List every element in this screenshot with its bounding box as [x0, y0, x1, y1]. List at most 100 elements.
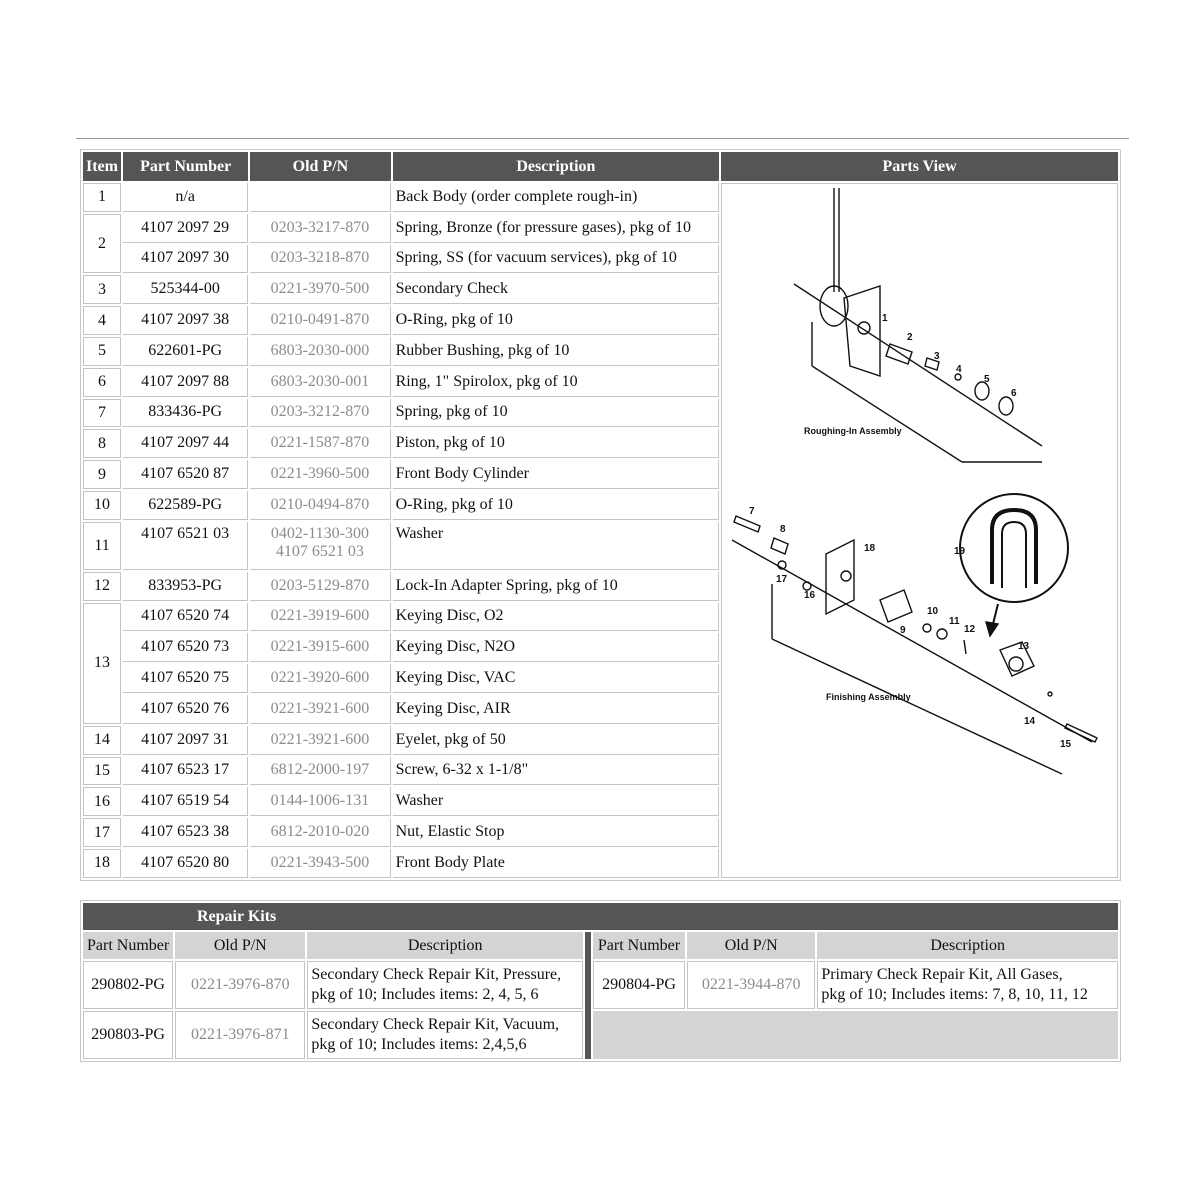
header-old-pn: Old P/N [250, 152, 391, 181]
item-number: 9 [83, 460, 122, 489]
kit-row: 290802-PG 0221-3976-870 Secondary Check … [83, 961, 1118, 1009]
table-row: 4107 2097 30 0203-3218-870 Spring, SS (f… [83, 244, 1118, 274]
old-part-number: 0221-3919-600 [250, 602, 391, 632]
kit-old-part-number: 0221-3976-871 [175, 1011, 306, 1059]
kit-description-line: Secondary Check Repair Kit, Pressure, [311, 966, 562, 983]
old-part-number: 0210-0494-870 [250, 490, 391, 520]
part-number: 525344-00 [123, 275, 249, 305]
part-number: 4107 6520 76 [123, 694, 249, 724]
kit-old-part-number: 0221-3944-870 [687, 961, 816, 1009]
part-number: 4107 6523 17 [123, 756, 249, 786]
kit-description-line: Primary Check Repair Kit, All Gases, [821, 966, 1063, 983]
repair-kits-header-row: Part Number Old P/N Description Part Num… [83, 932, 1118, 1059]
table-row: 3 525344-00 0221-3970-500 Secondary Chec… [83, 275, 1118, 305]
kit-old-part-number: 0221-3976-870 [175, 961, 306, 1009]
part-description: Spring, Bronze (for pressure gases), pkg… [392, 213, 720, 243]
kit-header-part-number: Part Number [592, 932, 686, 959]
old-part-number: 0221-3943-500 [250, 848, 391, 878]
part-description: Nut, Elastic Stop [392, 818, 720, 847]
part-number: 4107 6519 54 [123, 787, 249, 817]
kit-description-cell: Secondary Check Repair Kit, Vacuum, pkg … [307, 1011, 583, 1059]
header-item: Item [83, 152, 122, 181]
table-row: 13 4107 6520 74 0221-3919-600 Keying Dis… [83, 602, 1118, 724]
old-part-number: 0221-3960-500 [250, 460, 391, 489]
item-number: 5 [83, 336, 122, 366]
repair-kits-title: Repair Kits [83, 903, 1118, 930]
old-part-number: 0144-1006-131 [250, 787, 391, 817]
table-row: 2 4107 2097 29 0203-3217-870 Spring, Bro… [83, 213, 1118, 274]
callout-label: 12 [964, 624, 976, 635]
table-row: 5 622601-PG 6803-2030-000 Rubber Bushing… [83, 336, 1118, 366]
kit-description-line: Secondary Check Repair Kit, Vacuum, [311, 1016, 560, 1033]
item-number: 2 [83, 213, 122, 274]
kit-description-cell: Primary Check Repair Kit, All Gases, pkg… [817, 961, 1118, 1009]
kit-description-line: pkg of 10; Includes items: 2,4,5,6 [311, 1036, 527, 1053]
old-part-number: 0402-1130-300 [270, 524, 369, 542]
callout-label: 11 [949, 616, 960, 627]
item-number: 7 [83, 398, 122, 428]
part-description: Spring, pkg of 10 [392, 398, 720, 428]
callout-label: 15 [1060, 739, 1072, 750]
part-number: 4107 6523 38 [123, 818, 249, 847]
table-row: 16 4107 6519 54 0144-1006-131 Washer [83, 787, 1118, 817]
part-description: Washer [392, 787, 720, 817]
callout-label: 9 [900, 625, 906, 636]
item-number: 6 [83, 367, 122, 397]
old-part-number: 0203-3212-870 [250, 398, 391, 428]
part-description: Keying Disc, N2O [392, 633, 720, 663]
kit-description-line: pkg of 10; Includes items: 7, 8, 10, 11,… [821, 986, 1088, 1003]
old-part-number: 0203-5129-870 [250, 571, 391, 601]
callout-label: 16 [804, 590, 816, 601]
part-description: O-Ring, pkg of 10 [392, 490, 720, 520]
old-part-number: 6803-2030-000 [250, 336, 391, 366]
item-number: 11 [83, 521, 122, 570]
old-part-number: 0203-3218-870 [250, 244, 391, 274]
callout-label: 18 [864, 543, 876, 554]
old-part-number-alt: 4107 6521 03 [275, 542, 364, 560]
part-description: Secondary Check [392, 275, 720, 305]
table-row: 14 4107 2097 31 0221-3921-600 Eyelet, pk… [83, 725, 1118, 755]
callout-label: 13 [1018, 641, 1030, 652]
part-description: O-Ring, pkg of 10 [392, 306, 720, 335]
part-number: 622589-PG [123, 490, 249, 520]
part-description: Front Body Plate [392, 848, 720, 878]
callout-label: 2 [907, 332, 913, 343]
old-part-number: 0221-3921-600 [250, 694, 391, 724]
table-row: 7 833436-PG 0203-3212-870 Spring, pkg of… [83, 398, 1118, 428]
kit-part-number: 290804-PG [592, 961, 686, 1009]
old-part-number: 6803-2030-001 [250, 367, 391, 397]
callout-label: 1 [882, 313, 888, 324]
part-number: 4107 6520 75 [123, 664, 249, 693]
kit-empty-cell [592, 1011, 1118, 1059]
table-row: 12 833953-PG 0203-5129-870 Lock-In Adapt… [83, 571, 1118, 601]
part-number: 4107 6520 87 [123, 460, 249, 489]
part-description: Piston, pkg of 10 [392, 429, 720, 459]
repair-kits-title-row: Repair Kits [83, 903, 1118, 930]
finishing-assembly-label: Finishing Assembly [826, 692, 911, 702]
part-number: 4107 2097 30 [123, 244, 249, 274]
part-description: Lock-In Adapter Spring, pkg of 10 [392, 571, 720, 601]
table-row: 15 4107 6523 17 6812-2000-197 Screw, 6-3… [83, 756, 1118, 786]
callout-label: 4 [956, 364, 962, 375]
header-description: Description [392, 152, 720, 181]
part-number: 833953-PG [123, 571, 249, 601]
kit-header-description: Description [817, 932, 1118, 959]
part-description: Spring, SS (for vacuum services), pkg of… [392, 244, 720, 274]
kit-part-number: 290803-PG [83, 1011, 174, 1059]
old-part-number: 6812-2010-020 [250, 818, 391, 847]
callout-label: 19 [954, 546, 966, 557]
table-row: 9 4107 6520 87 0221-3960-500 Front Body … [83, 460, 1118, 489]
top-divider [76, 138, 1129, 139]
part-description: Rubber Bushing, pkg of 10 [392, 336, 720, 366]
part-number: 4107 2097 88 [123, 367, 249, 397]
kit-part-number: 290802-PG [83, 961, 174, 1009]
part-description: Front Body Cylinder [392, 460, 720, 489]
part-description: Eyelet, pkg of 50 [392, 725, 720, 755]
old-part-number: 0221-3921-600 [250, 725, 391, 755]
table-row: 10 622589-PG 0210-0494-870 O-Ring, pkg o… [83, 490, 1118, 520]
part-description: Screw, 6-32 x 1-1/8" [392, 756, 720, 786]
item-number: 1 [83, 183, 122, 212]
header-parts-view: Parts View [721, 152, 1118, 181]
old-part-number: 6812-2000-197 [250, 756, 391, 786]
part-description: Back Body (order complete rough-in) [392, 183, 720, 212]
